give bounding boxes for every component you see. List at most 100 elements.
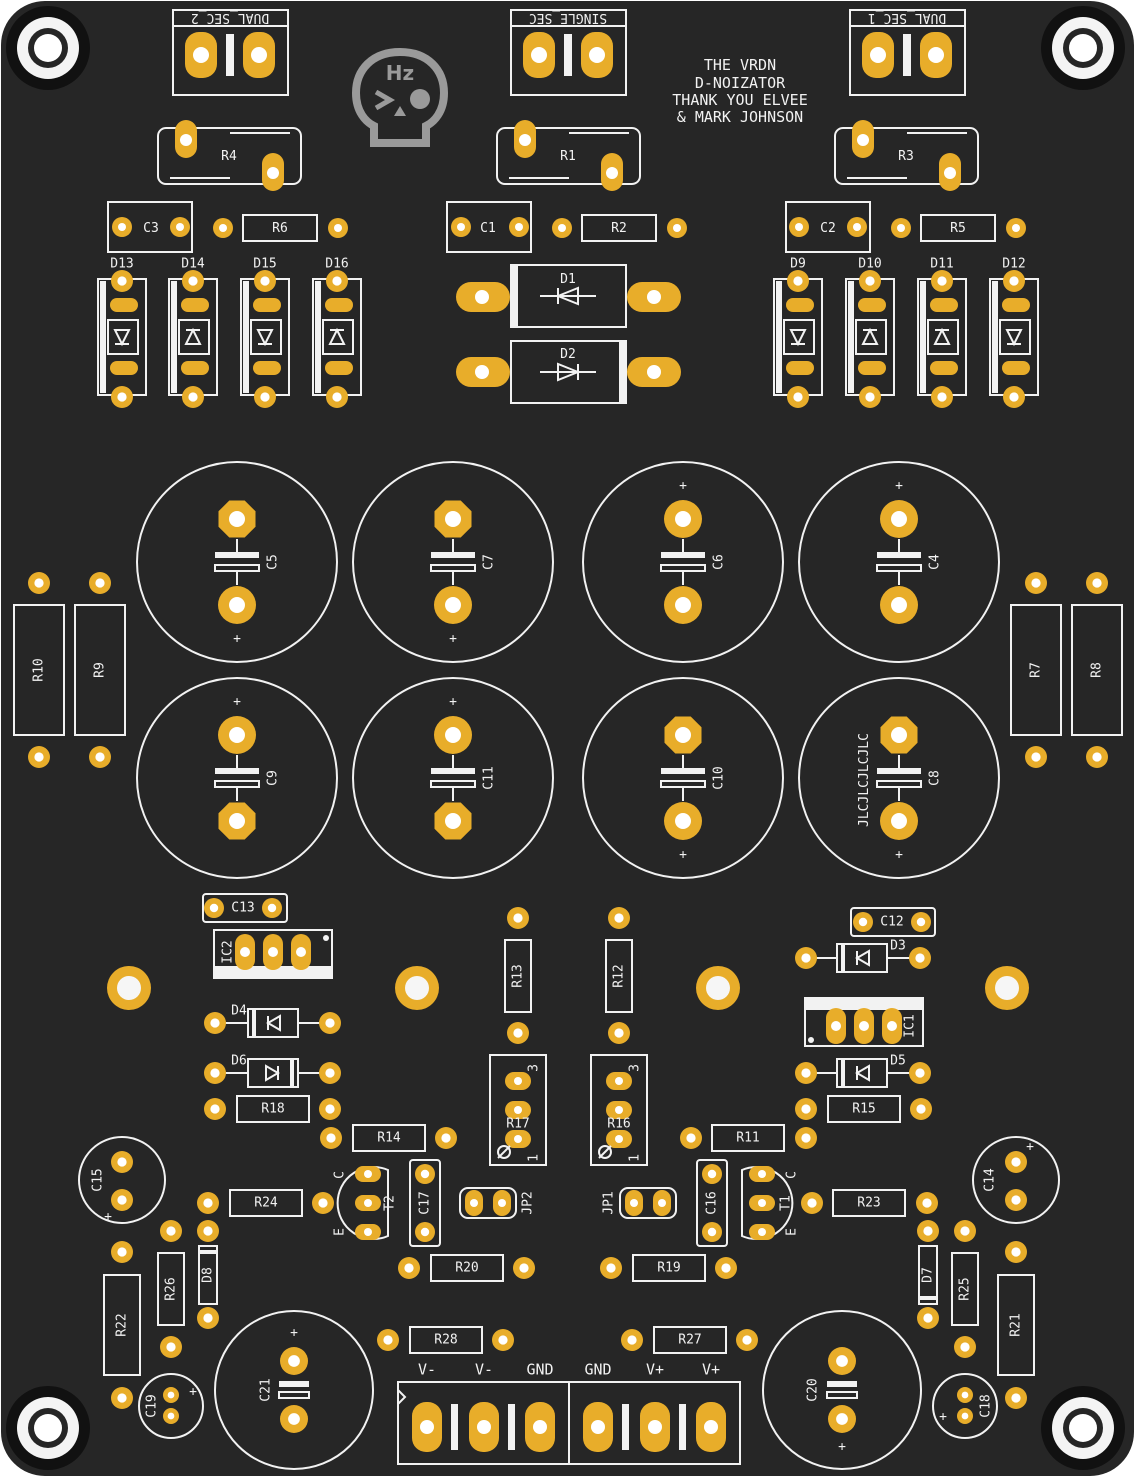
- pad: [1002, 361, 1030, 375]
- diode-body: [178, 319, 210, 355]
- ref-label: D11: [930, 257, 953, 272]
- capacitor-outline: [352, 461, 554, 663]
- ic-tab: [805, 998, 923, 1010]
- diode-body: [918, 1245, 938, 1305]
- pad-drill: [758, 1170, 766, 1178]
- diode-D7: D7: [917, 1220, 939, 1329]
- ref-label: D3: [890, 939, 906, 954]
- pad-drill: [891, 813, 907, 829]
- pin1-dot: [808, 1037, 814, 1043]
- resistor-R22: R22: [103, 1241, 141, 1409]
- capacitor-outline: [798, 461, 1000, 663]
- pad-drill: [514, 1106, 522, 1114]
- pad-drill: [167, 1412, 175, 1420]
- capacitor-outline: [352, 677, 554, 879]
- emitter-mark: E: [785, 1228, 800, 1236]
- resistor-R12: R12: [605, 907, 633, 1044]
- ref-label: C9: [266, 770, 281, 786]
- resistor-R15: R15: [795, 1095, 932, 1123]
- pad-drill: [95, 578, 105, 588]
- ref-label: JP2: [521, 1191, 536, 1214]
- ref-label: R7: [1029, 662, 1044, 678]
- pad: [930, 298, 958, 312]
- ref-label: R23: [857, 1196, 880, 1211]
- capacitor-outline: [972, 1136, 1060, 1224]
- pin3-mark: 3: [628, 1064, 643, 1072]
- pad-drill: [260, 392, 270, 402]
- svg-text:D2: D2: [560, 347, 576, 362]
- pin1-dot: [323, 935, 329, 941]
- cap-plate: [278, 1391, 310, 1399]
- diode-body: [250, 319, 282, 355]
- pad-drill: [615, 1106, 623, 1114]
- resistor-body: [827, 1095, 901, 1123]
- ref-label: IC2: [221, 940, 236, 963]
- pad-drill: [1011, 1195, 1021, 1205]
- terminal-pin-label: V-: [418, 1361, 436, 1379]
- pad-drill: [260, 276, 270, 286]
- collector-mark: C: [333, 1171, 348, 1179]
- capacitor-C5: +C5: [136, 461, 338, 663]
- terminal-divider: [451, 1404, 458, 1450]
- jlc-order-marker: JLCJLCJLCJLC: [857, 733, 872, 827]
- ref-label: C10: [712, 766, 727, 789]
- capacitor-C6: +C6: [582, 461, 784, 663]
- pin1-mark: 1: [527, 1154, 542, 1162]
- jumper-JP1: JP1: [602, 1187, 677, 1219]
- pad-drill: [1011, 1247, 1021, 1257]
- ref-label: R21: [1009, 1313, 1024, 1336]
- adjust-screw-mark: [598, 1145, 612, 1159]
- resistor-R3: R3: [834, 120, 979, 191]
- diode-D1: D1: [456, 264, 681, 328]
- polarity-plus: +: [449, 632, 457, 647]
- ref-label: C8: [928, 770, 943, 786]
- pad-drill: [332, 276, 342, 286]
- diode-bar: [315, 281, 321, 393]
- pad-drill: [203, 1226, 213, 1236]
- diode-cathode-band: [290, 1059, 294, 1087]
- pad-drill: [117, 1247, 127, 1257]
- pad-drill: [831, 1021, 841, 1031]
- ref-label: D15: [253, 257, 276, 272]
- pad-drill: [203, 1313, 213, 1323]
- resistor-R5: R5: [891, 214, 1026, 242]
- cap-plate: [661, 552, 705, 558]
- pad-drill: [721, 1263, 731, 1273]
- pad-drill: [1092, 578, 1102, 588]
- trimmer-outline: [489, 1054, 547, 1166]
- pad-drill: [441, 1133, 451, 1143]
- pad-drill: [961, 1412, 969, 1420]
- pad-drill: [591, 1420, 605, 1434]
- pad-drill: [34, 752, 44, 762]
- pad: [110, 298, 138, 312]
- pad-drill: [34, 578, 44, 588]
- terminal-pin-label: GND: [584, 1361, 611, 1379]
- ref-label: R28: [434, 1333, 457, 1348]
- polarity-plus: +: [939, 1410, 947, 1425]
- ref-label: D7: [921, 1267, 936, 1283]
- pad-drill: [498, 1199, 506, 1207]
- resistor-body: [229, 1189, 303, 1217]
- ref-label: T2: [383, 1195, 398, 1211]
- pad: [858, 361, 886, 375]
- resistor-R9: R9: [74, 572, 126, 768]
- ref-label: C18: [979, 1394, 994, 1417]
- diode-bar: [776, 281, 782, 393]
- ref-label: R27: [678, 1333, 701, 1348]
- diode-body: [247, 1058, 299, 1088]
- resistor-R28: R28: [377, 1326, 514, 1354]
- resistor-body: [1010, 604, 1062, 736]
- pad-drill: [513, 1028, 523, 1038]
- capacitor-outline: [932, 1373, 998, 1439]
- capacitor-outline: [78, 1136, 166, 1224]
- diode-bar: [848, 281, 854, 393]
- diode-body: [322, 319, 354, 355]
- pad-drill: [675, 727, 691, 743]
- resistor-R7: R7: [1010, 572, 1062, 768]
- pad-drill: [167, 1391, 175, 1399]
- pad-drill: [915, 953, 925, 963]
